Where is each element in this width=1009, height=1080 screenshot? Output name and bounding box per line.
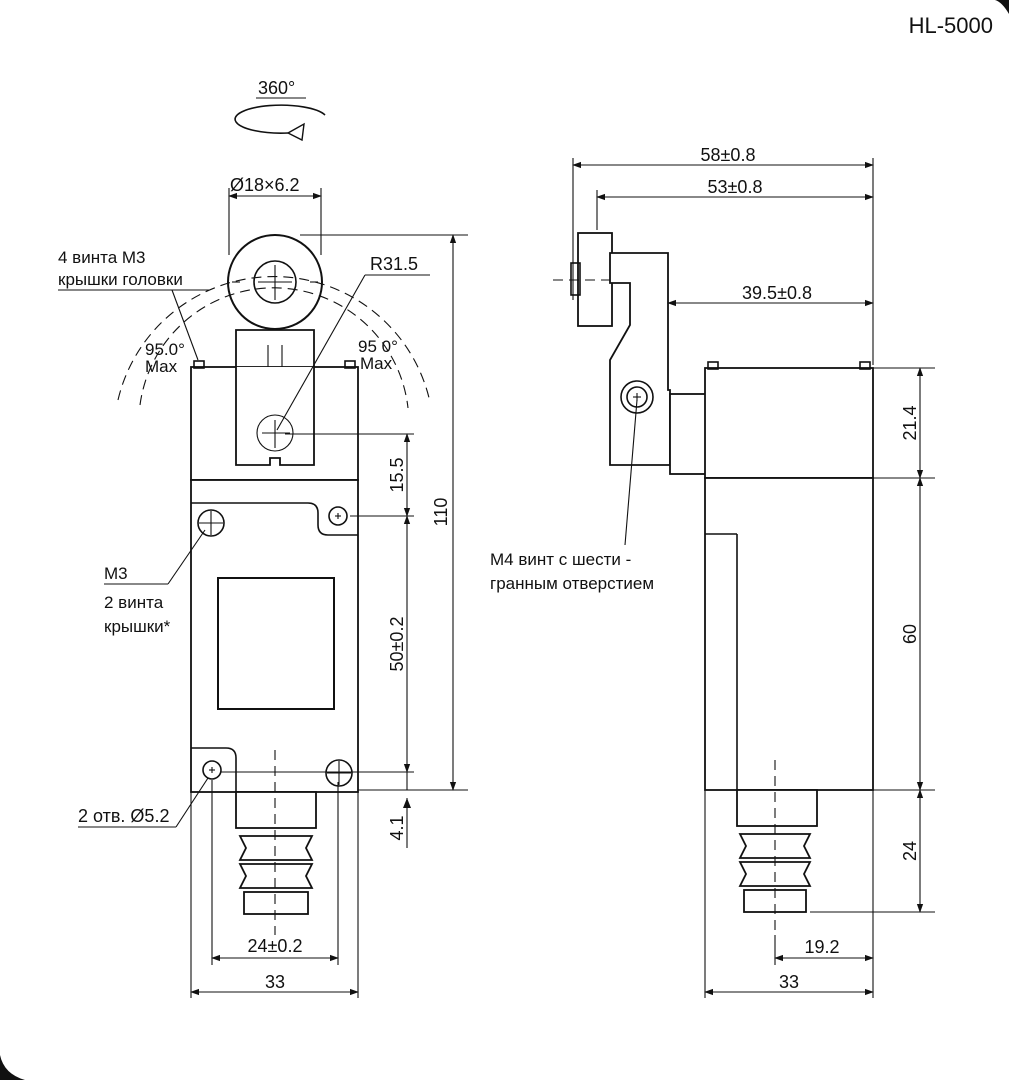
dim-height-total: 110 xyxy=(431,498,451,527)
side-lever-arm xyxy=(609,252,671,466)
plunger-tip xyxy=(243,891,309,915)
corner-mark-top xyxy=(995,0,1009,14)
dim-bottom-offset: 4.1 xyxy=(387,815,407,840)
side-plunger-neck xyxy=(736,789,818,827)
rotation-arrow-ellipse xyxy=(234,104,326,134)
angle-left-value: 95.0° xyxy=(145,340,185,359)
model-label: HL-5000 xyxy=(909,13,993,38)
dim-side-roller: 53±0.8 xyxy=(708,177,763,197)
side-body xyxy=(704,477,874,791)
side-view: 58±0.8 53±0.8 39.5±0.8 21.4 60 24 19.2 3… xyxy=(490,145,935,998)
dim-side-plunger-offset: 19.2 xyxy=(804,937,839,957)
dim-side-body-height: 60 xyxy=(900,624,920,644)
cover-screw-thread-label: М3 xyxy=(104,564,128,583)
front-view: 360° Ø18×6.2 xyxy=(58,78,468,998)
roller-hub xyxy=(253,260,297,304)
cover-window xyxy=(217,577,335,710)
angle-right-value: 95 0° xyxy=(358,337,398,356)
dim-side-overall: 58±0.8 xyxy=(701,145,756,165)
dim-side-plunger-height: 24 xyxy=(900,841,920,861)
mounting-hole-top xyxy=(328,506,348,526)
dim-front-width: 33 xyxy=(265,972,285,992)
dim-side-arm: 39.5±0.8 xyxy=(742,283,812,303)
mounting-hole-bottom xyxy=(202,760,222,780)
radius-label: R31.5 xyxy=(370,254,418,274)
cover-screws-label-2: 2 винта xyxy=(104,593,164,612)
dim-head-to-hole: 15.5 xyxy=(387,457,407,492)
hex-screw-label-1: М4 винт с шести - xyxy=(490,550,631,569)
dim-hole-spacing: 50±0.2 xyxy=(387,617,407,672)
corner-mark-bottom xyxy=(0,1055,25,1080)
angle-left-max: Max xyxy=(145,357,178,376)
cover-screw-top xyxy=(197,509,225,537)
roller-outer xyxy=(227,234,323,330)
rotation-arrowhead xyxy=(286,122,305,142)
angle-right-max: Max xyxy=(360,354,393,373)
cover-screws-label-3: крышки* xyxy=(104,617,171,636)
cover-screw-bottom xyxy=(325,759,353,787)
dim-base-hole-spacing: 24±0.2 xyxy=(248,936,303,956)
head-screws-label-2: крышки головки xyxy=(58,270,183,289)
plunger-neck xyxy=(235,791,317,829)
rotation-label: 360° xyxy=(258,78,295,98)
switch-body xyxy=(190,479,359,793)
plunger-bellows-2 xyxy=(238,863,314,889)
side-boss xyxy=(669,393,707,475)
holes-label: 2 отв. Ø5.2 xyxy=(78,806,169,826)
plunger-bellows-1 xyxy=(238,835,314,861)
dim-side-head-height: 21.4 xyxy=(900,405,920,440)
dim-side-width: 33 xyxy=(779,972,799,992)
side-head xyxy=(704,367,874,479)
head-screws-label-1: 4 винта М3 xyxy=(58,248,145,267)
lever-arm-lower xyxy=(235,367,315,466)
hex-screw-label-2: гранным отверстием xyxy=(490,574,654,593)
roller-size-label: Ø18×6.2 xyxy=(230,175,300,195)
